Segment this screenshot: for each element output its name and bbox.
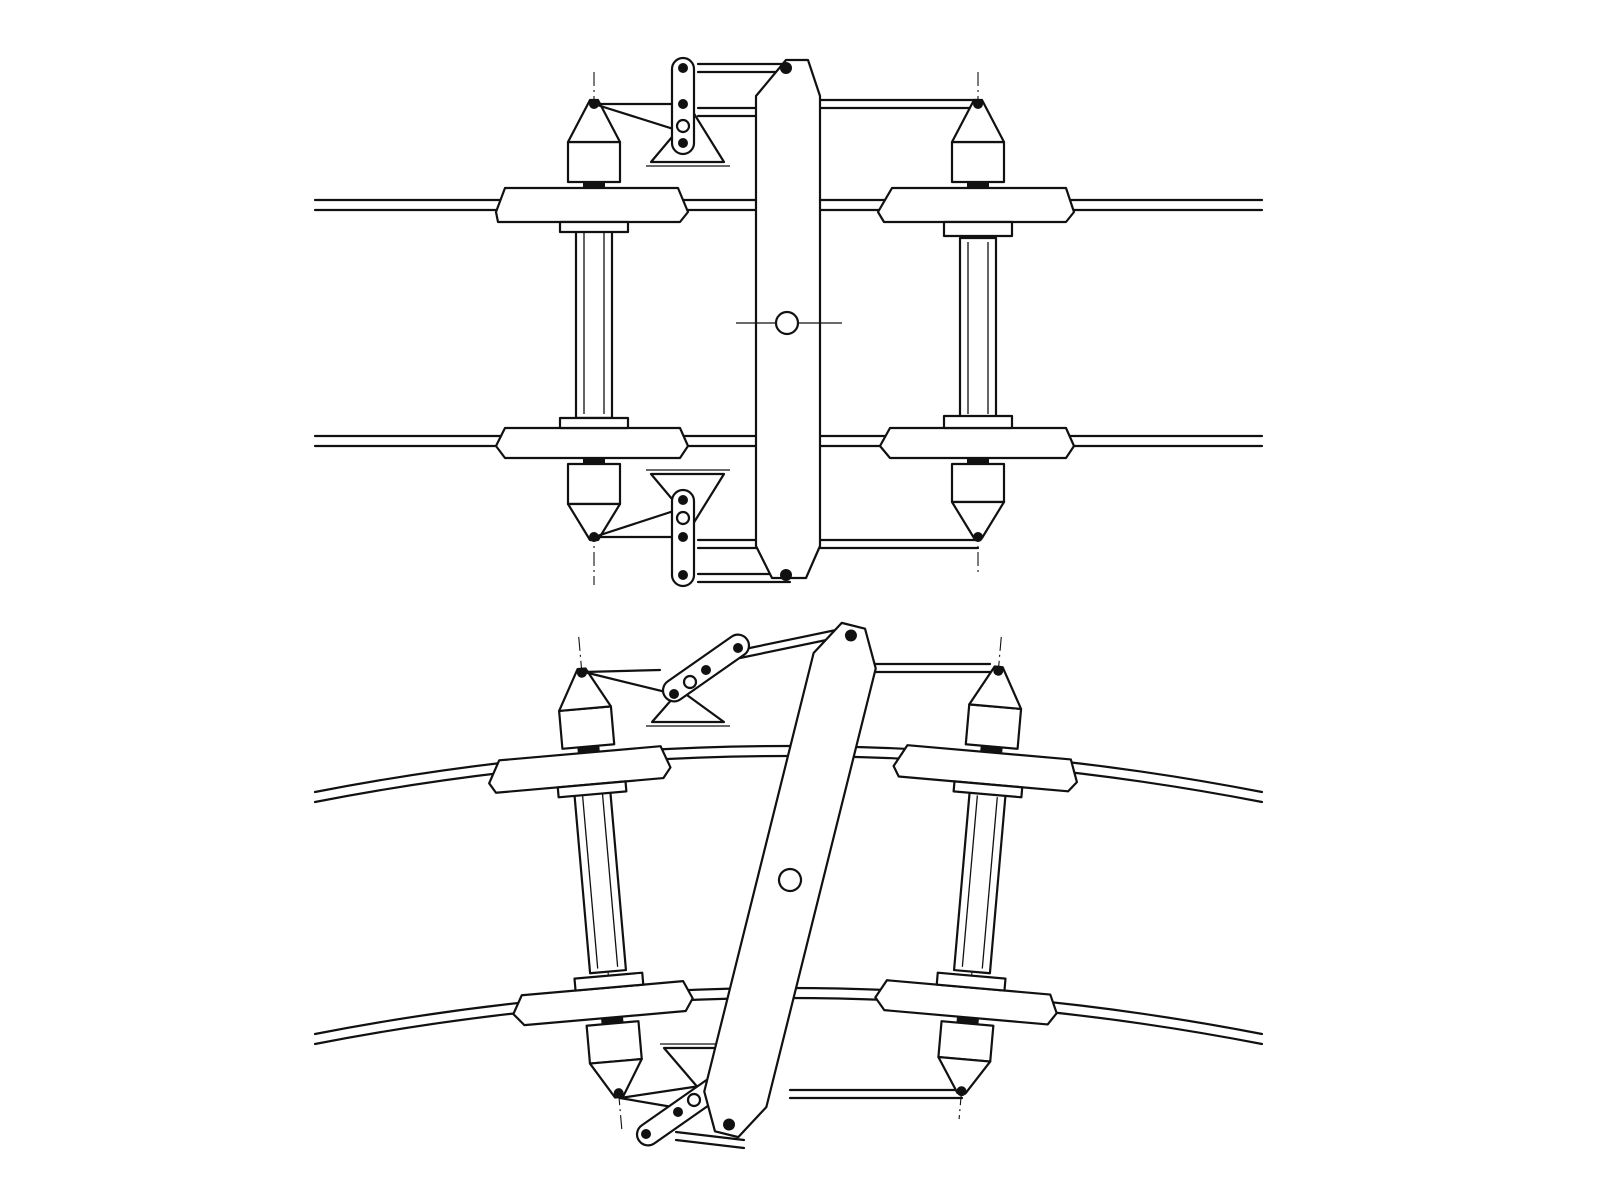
axle-box-top: [558, 705, 616, 750]
wheel-bottom: [512, 980, 694, 1027]
wheelset-right-curved: [874, 636, 1079, 1120]
linkage-top-straight: [592, 56, 730, 167]
panel-straight-track: [313, 56, 1264, 588]
frame-rods-top: [696, 62, 980, 584]
axle-box-top: [566, 140, 622, 184]
axle: [572, 785, 628, 975]
axle: [574, 226, 614, 420]
panel-curved-track: [313, 621, 1264, 1150]
bolster-beam-straight: [736, 58, 842, 581]
center-pivot-curved: [777, 867, 803, 893]
wheelset-right-straight: [876, 72, 1076, 575]
axle-box-top-cone: [950, 98, 1006, 144]
axle-box-top: [950, 140, 1006, 184]
axle: [952, 789, 1007, 975]
center-pivot: [774, 310, 800, 336]
linkage-top-curved: [582, 633, 751, 727]
axle-box-top: [964, 703, 1023, 750]
axle-box-bottom: [566, 462, 622, 506]
axle-box-bottom: [937, 1020, 995, 1063]
wheel-bottom: [494, 426, 690, 460]
linkage-bottom-straight: [592, 469, 730, 588]
axle-box-top-cone: [566, 98, 622, 144]
bolster-beam-curved: [703, 621, 877, 1139]
wheelset-left-straight: [494, 72, 690, 585]
wheelset-left-curved: [488, 636, 694, 1130]
wheel-bottom: [878, 426, 1076, 460]
frame-rods-curved: [674, 628, 992, 1150]
axle-box-bottom: [950, 462, 1006, 504]
wheel-bottom: [874, 979, 1058, 1026]
wheel-top: [494, 186, 690, 224]
axle: [958, 236, 998, 420]
fixed-pivot-top-curved: [650, 688, 726, 724]
axle-box-bottom: [585, 1020, 643, 1065]
wheel-top: [876, 186, 1076, 224]
wheel-top: [892, 744, 1079, 793]
